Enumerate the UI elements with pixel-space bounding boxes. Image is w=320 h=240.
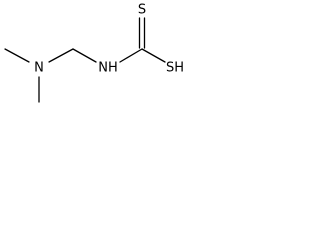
atom-label-amine-nitrogen: N [34, 61, 44, 76]
bond-methylene-to-amide-n [72, 48, 97, 63]
bond-amide-n-to-carbon [119, 48, 143, 63]
atom-label-thione-sulfur: S [138, 3, 146, 18]
bond-amine-n-to-methylene [48, 48, 74, 63]
chemical-structure-diagram: N NH S SH [4, 3, 184, 103]
atom-label-amide-nitrogen: NH [98, 61, 118, 76]
bond-methyl-upper-to-amine-n [4, 48, 30, 63]
bond-carbon-to-thiol-s [141, 48, 166, 63]
atom-label-thiol-sulfur: SH [166, 61, 184, 76]
